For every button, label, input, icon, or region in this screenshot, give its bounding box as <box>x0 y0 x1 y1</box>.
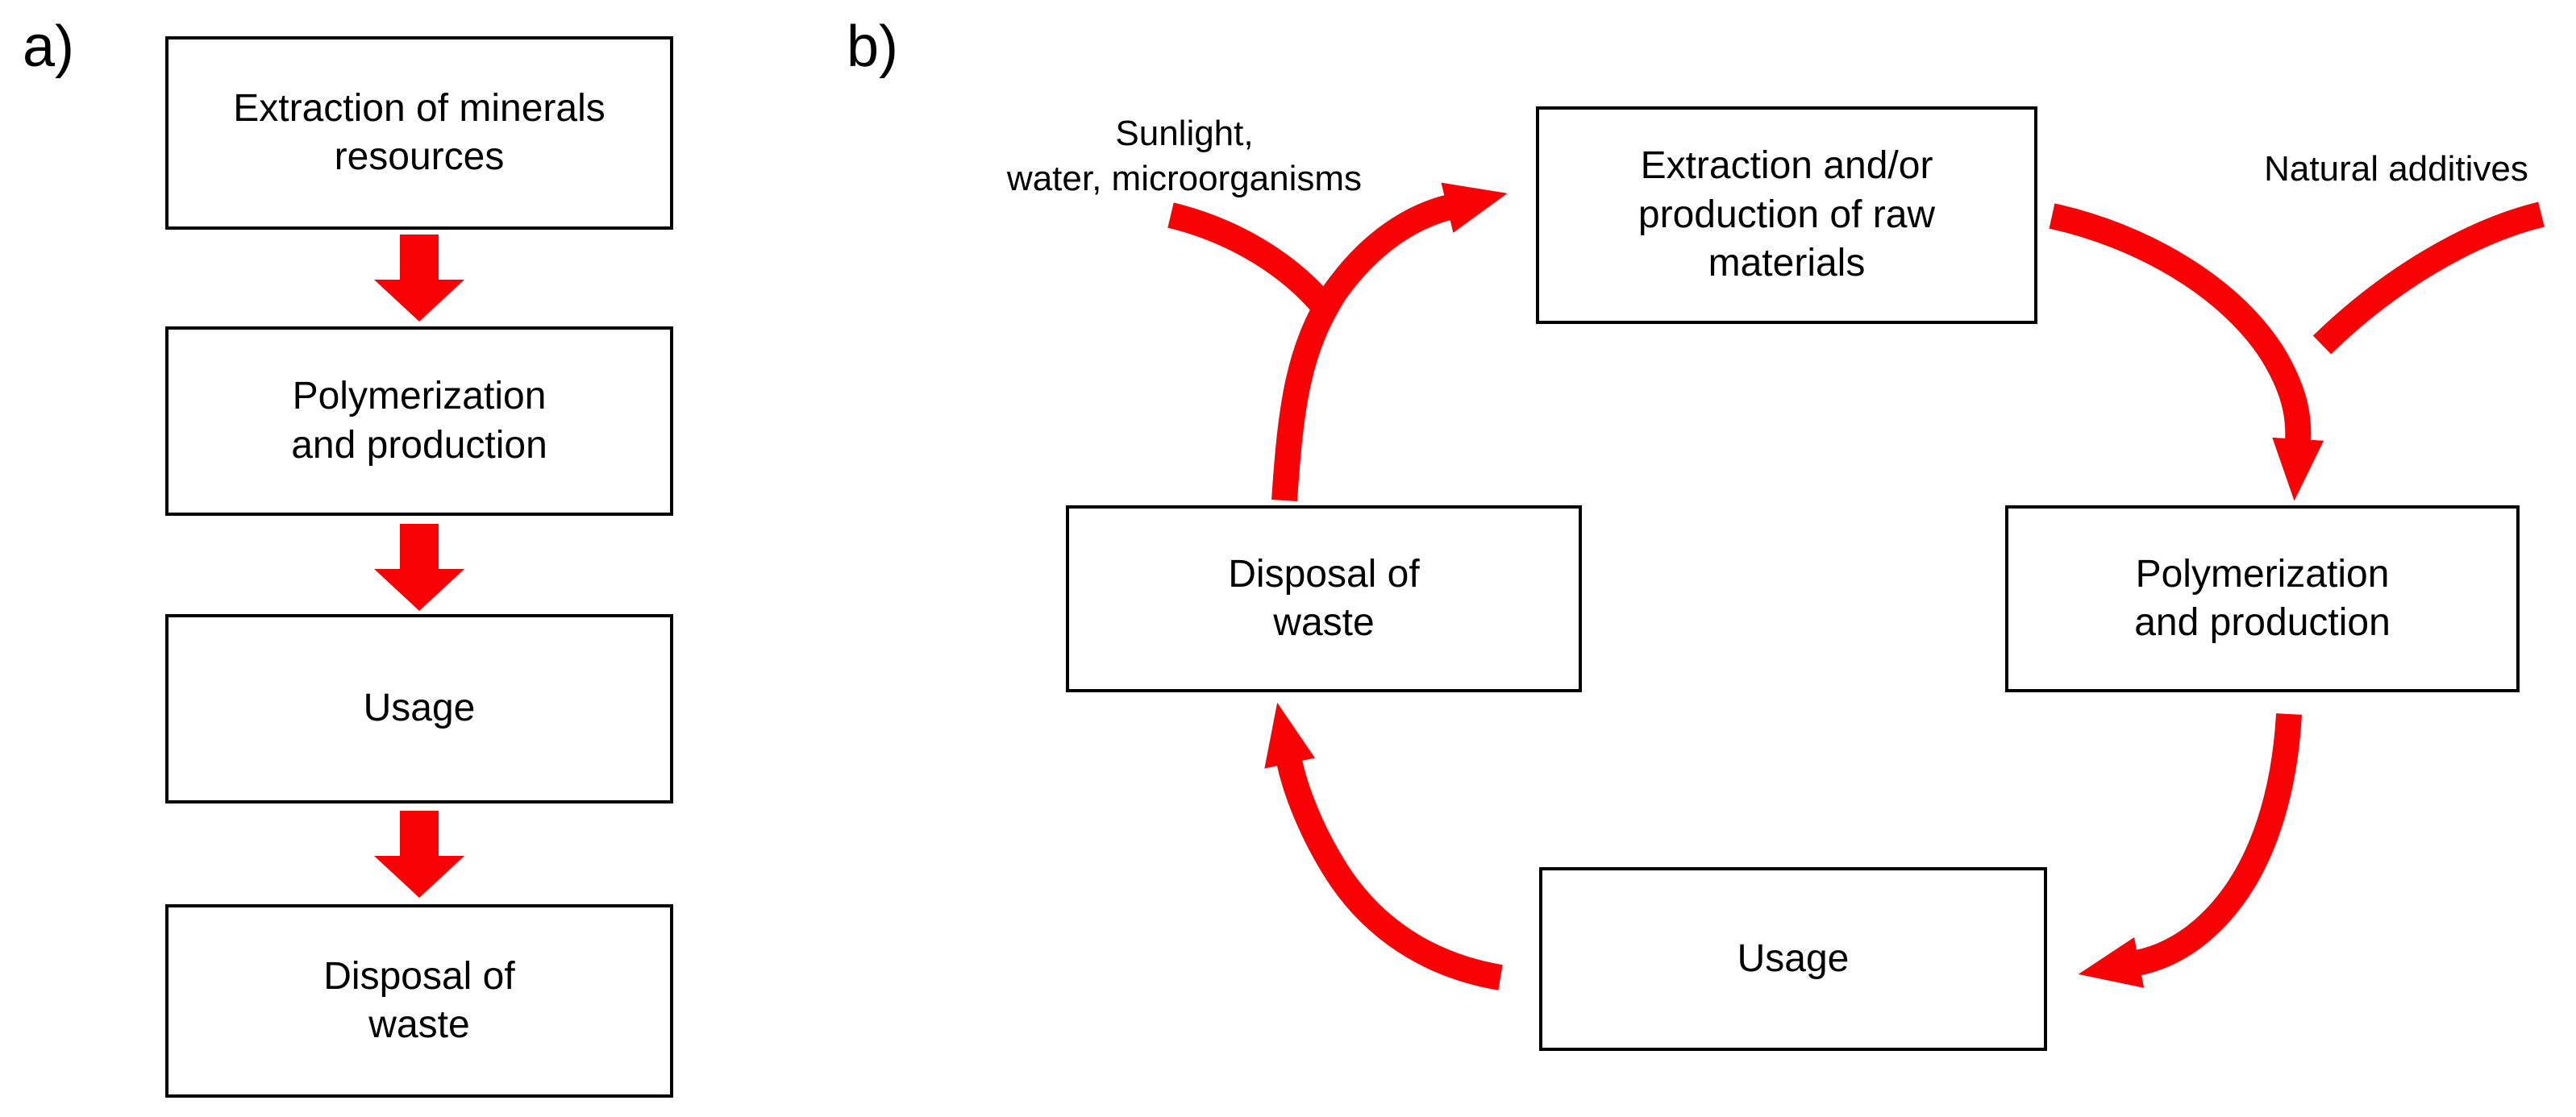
cycle-box-extraction-raw-materials: Extraction and/or production of raw mate… <box>1536 106 2037 324</box>
down-arrow-icon-3 <box>374 811 464 898</box>
natural-additives-label: Natural additives <box>2264 149 2528 189</box>
flow-box-extraction-minerals: Extraction of minerals resources <box>165 36 673 230</box>
cycle-box-disposal: Disposal of waste <box>1066 505 1582 692</box>
sunlight-water-microorganisms-label: Sunlight, water, microorganisms <box>1006 114 1363 198</box>
flow-box-usage-a: Usage <box>165 614 673 803</box>
down-arrow-icon-1 <box>374 235 464 322</box>
cycle-arrow-usage-to-disposal <box>1264 702 1503 990</box>
cycle-box-usage: Usage <box>1539 867 2047 1051</box>
panel-a-label: a) <box>23 15 75 79</box>
cycle-arrow-polymerization-to-usage <box>2078 713 2302 988</box>
flow-box-polymerization-a: Polymerization and production <box>165 326 673 516</box>
down-arrow-icon-2 <box>374 524 464 611</box>
merge-branch-natural-additives-icon <box>2312 201 2545 355</box>
cycle-box-polymerization: Polymerization and production <box>2005 505 2520 692</box>
cycle-arrow-extraction-to-polymerization <box>2049 203 2324 501</box>
panel-b-label: b) <box>847 15 899 79</box>
flow-box-disposal-a: Disposal of waste <box>165 904 673 1098</box>
merge-branch-sunlight-icon <box>1167 202 1334 315</box>
cycle-arrow-disposal-to-extraction <box>1271 182 1508 502</box>
